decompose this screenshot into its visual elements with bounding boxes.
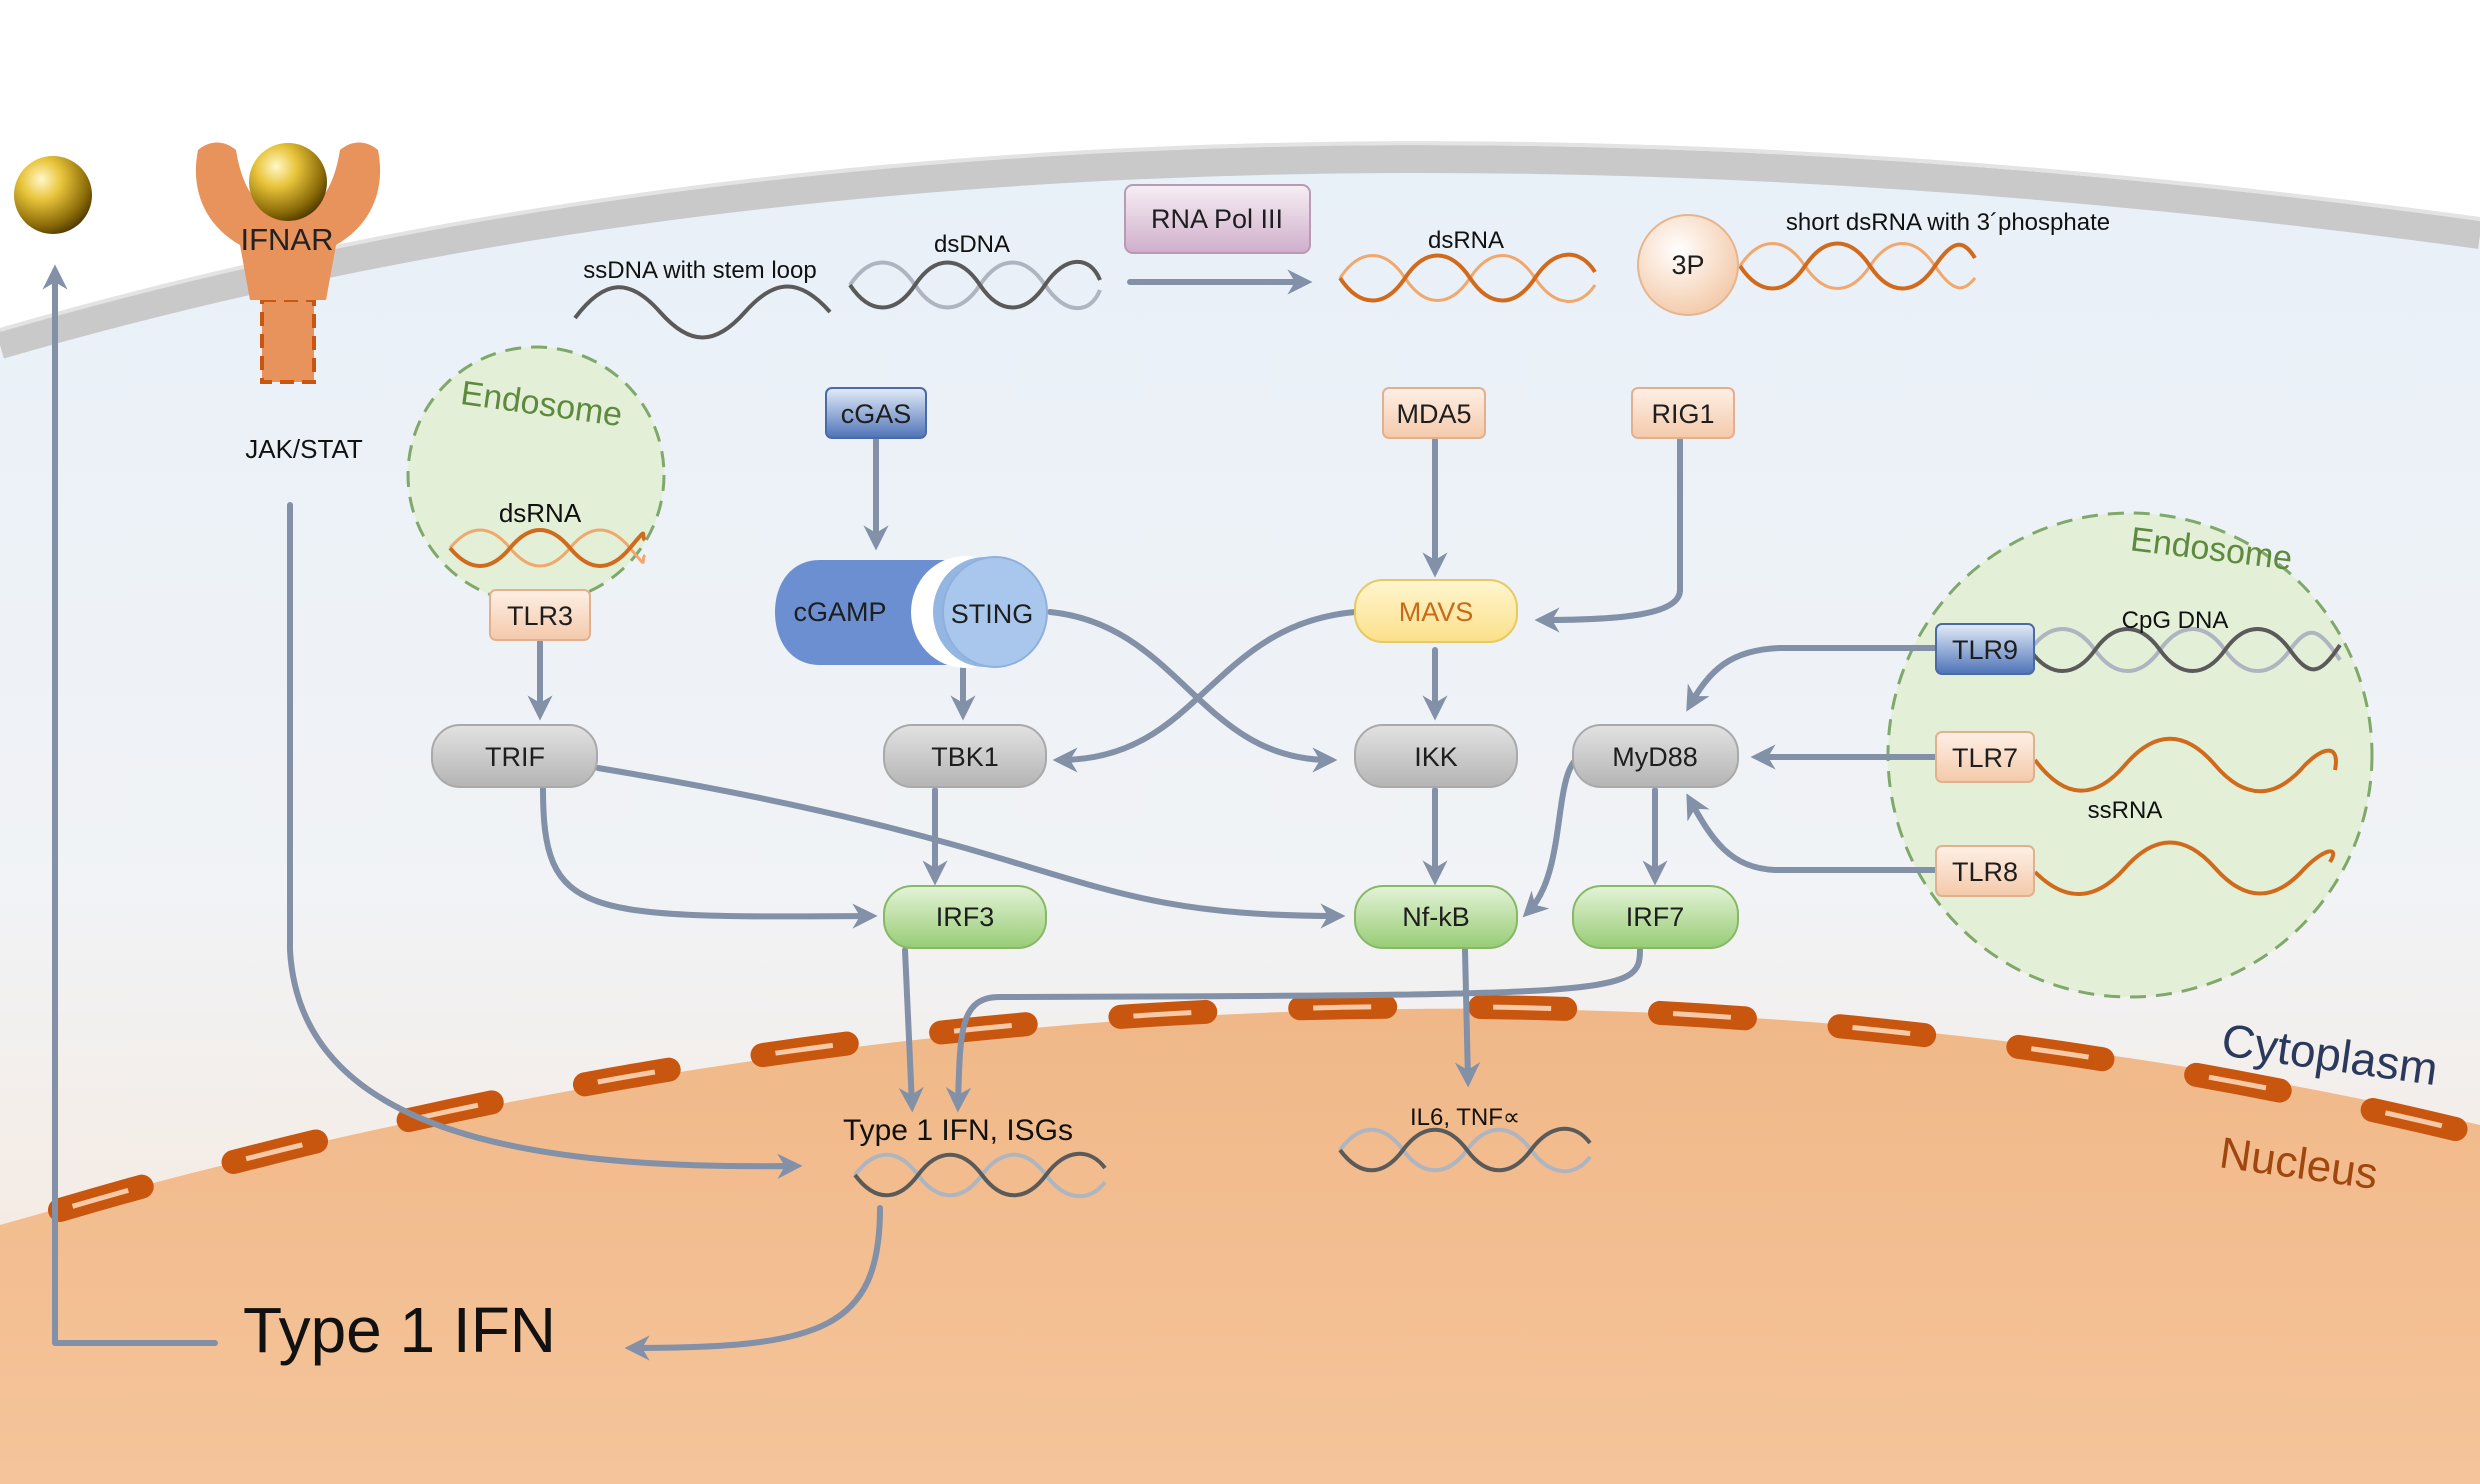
- rna-pol-iii-node: [1124, 184, 1311, 254]
- type1-ifn-label: Type 1 IFN: [243, 1294, 556, 1366]
- cgamp-label: cGAMP: [793, 597, 886, 627]
- nfkb-label: Nf-kB: [1402, 902, 1470, 932]
- tlr3-label: TLR3: [507, 601, 573, 631]
- tlr8-label: TLR8: [1952, 857, 2018, 887]
- cpg-dna-helix: [2028, 627, 2342, 673]
- ikk-node: [1354, 724, 1518, 788]
- three-p-phosphate: [1637, 214, 1739, 316]
- ssdna-label: ssDNA with stem loop: [583, 257, 816, 284]
- ssdna-stem-loop: [573, 284, 832, 340]
- tlr9-label: TLR9: [1952, 635, 2018, 665]
- dsrna-top-helix: [1338, 252, 1597, 303]
- irf7-label: IRF7: [1626, 902, 1685, 932]
- mavs-label: MAVS: [1399, 597, 1474, 627]
- three-p-label: 3P: [1671, 250, 1704, 280]
- il6-tnf-gene-helix: [1338, 1126, 1592, 1174]
- interferon-ligand-free: [14, 156, 92, 234]
- ssrna-tlr8-strand: [2033, 840, 2336, 896]
- rna-pol-iii-label: RNA Pol III: [1151, 204, 1283, 234]
- tlr7-label: TLR7: [1952, 743, 2018, 773]
- ssrna-label: ssRNA: [2088, 797, 2163, 824]
- ssrna-tlr7-strand: [2033, 736, 2338, 794]
- tbk1-label: TBK1: [931, 742, 999, 772]
- ifnar-receptor: IFNAR: [195, 142, 381, 384]
- short-dsrna-label: short dsRNA with 3´phosphate: [1786, 209, 2110, 236]
- rig1-label: RIG1: [1651, 399, 1714, 429]
- jak-stat-label: JAK/STAT: [245, 434, 363, 464]
- dsrna-top-label: dsRNA: [1428, 227, 1504, 254]
- type1-isgs-gene-helix: [853, 1151, 1107, 1199]
- interferon-ligand-bound: [249, 143, 327, 221]
- il6-tnf-label: IL6, TNF∝: [1410, 1104, 1520, 1131]
- trif-node: [431, 724, 598, 788]
- tbk1-node: [883, 724, 1047, 788]
- endosome-left: [406, 345, 666, 605]
- mda5-label: MDA5: [1396, 399, 1471, 429]
- trif-label: TRIF: [485, 742, 545, 772]
- sting-label: STING: [951, 599, 1034, 629]
- cpg-dna-label: CpG DNA: [2122, 607, 2229, 634]
- dsrna-endosome-label: dsRNA: [499, 498, 582, 528]
- dsrna-endosome-helix: [448, 528, 647, 568]
- cgas-label: cGAS: [841, 399, 912, 429]
- rig1-node: [1631, 387, 1735, 439]
- tlr9-node: [1935, 623, 2035, 675]
- myd88-node: [1572, 724, 1739, 788]
- tlr3-node: [489, 589, 591, 641]
- dsdna-helix: [848, 259, 1102, 311]
- mda5-node: [1382, 387, 1486, 439]
- ifnar-label: IFNAR: [241, 222, 334, 257]
- tlr7-node: [1935, 731, 2035, 783]
- myd88-label: MyD88: [1612, 742, 1698, 772]
- mavs-node: [1354, 579, 1518, 643]
- irf3-node: [883, 885, 1047, 949]
- irf7-node: [1572, 885, 1739, 949]
- dsdna-label: dsDNA: [934, 231, 1010, 258]
- signaling-arrows: [42, 264, 1938, 1361]
- type1-isgs-label: Type 1 IFN, ISGs: [843, 1114, 1073, 1147]
- cgamp-sting-complex: [775, 556, 1048, 668]
- nucleus-region: [0, 1008, 2480, 1484]
- cgas-node: [825, 387, 927, 439]
- irf3-label: IRF3: [936, 902, 995, 932]
- tlr8-node: [1935, 845, 2035, 897]
- ikk-label: IKK: [1414, 742, 1458, 772]
- short-dsrna-helix: [1738, 241, 1977, 291]
- nfkb-node: [1354, 885, 1518, 949]
